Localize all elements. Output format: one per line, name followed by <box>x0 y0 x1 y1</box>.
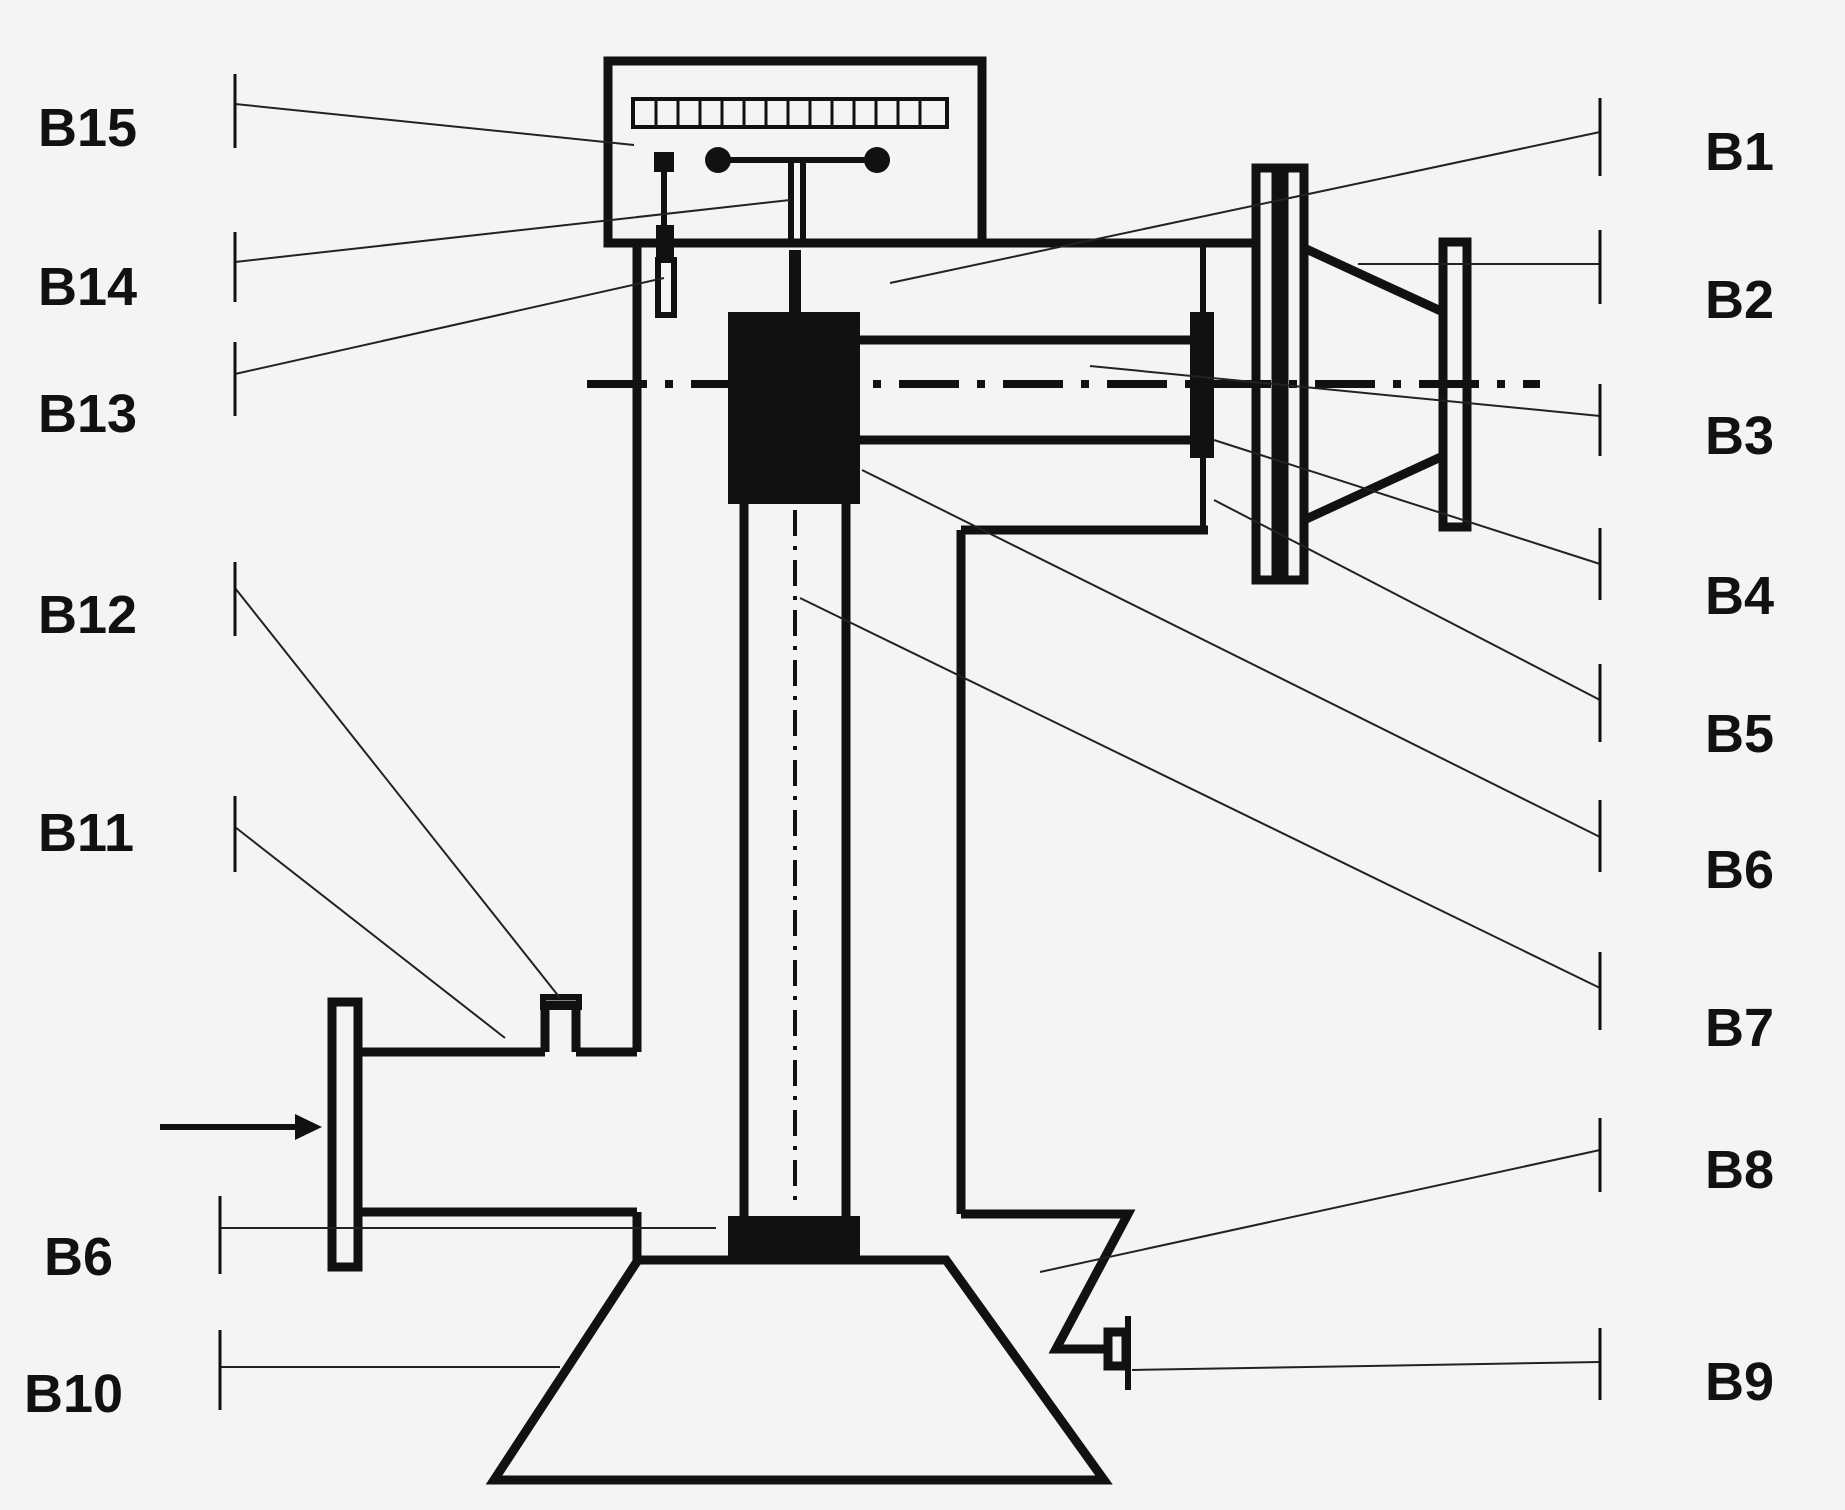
label-b5: B5 <box>1705 704 1774 764</box>
labels: B15 B14 B13 B12 B11 B6 B10 B1 B2 B3 B4 B… <box>24 98 1774 1424</box>
label-b14: B14 <box>38 257 137 317</box>
label-b12: B12 <box>38 585 137 645</box>
indicator-square <box>654 152 674 172</box>
motor-block <box>728 312 860 504</box>
label-b11: B11 <box>38 803 134 863</box>
label-b4: B4 <box>1705 566 1774 626</box>
label-b1: B1 <box>1705 122 1774 182</box>
column <box>728 250 860 1262</box>
label-b15: B15 <box>38 98 137 158</box>
label-b7: B7 <box>1705 998 1774 1058</box>
inlet-pipe <box>160 994 642 1272</box>
flange-a <box>1251 163 1281 585</box>
label-b2: B2 <box>1705 270 1774 330</box>
probe <box>655 257 677 318</box>
label-b13: B13 <box>38 384 137 444</box>
valve-cap <box>540 994 582 1010</box>
label-b6-left: B6 <box>44 1227 113 1287</box>
housing <box>608 238 1258 1390</box>
inner-flange <box>1190 312 1214 458</box>
leader-lines <box>218 74 1602 1410</box>
label-b10: B10 <box>24 1364 123 1424</box>
bearing-block <box>728 1216 860 1262</box>
inflow-arrow-icon <box>295 1114 322 1140</box>
display-segments <box>631 97 949 129</box>
label-b8: B8 <box>1705 1140 1774 1200</box>
label-b6-right: B6 <box>1705 840 1774 900</box>
flange-b <box>1279 163 1309 585</box>
label-b9: B9 <box>1705 1352 1774 1412</box>
inlet-flange <box>327 997 363 1272</box>
base <box>485 1255 1113 1485</box>
label-b3: B3 <box>1705 406 1774 466</box>
horizontal-assembly <box>587 163 1540 585</box>
